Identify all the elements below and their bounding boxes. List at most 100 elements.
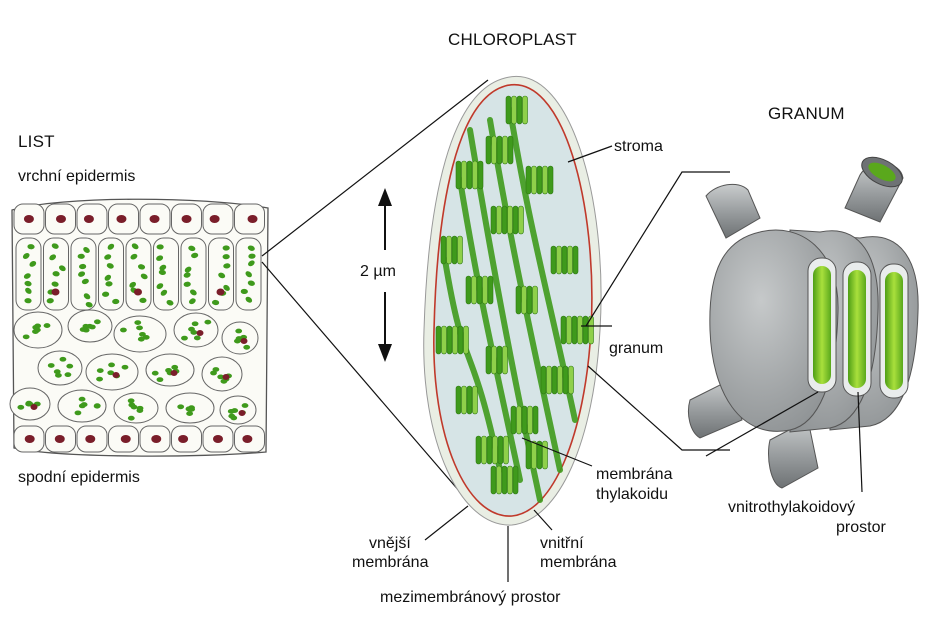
chloroplast-dot <box>102 291 110 297</box>
upper-epidermis-label: vrchní epidermis <box>18 168 136 185</box>
chloroplast-dot <box>139 331 146 337</box>
granum-stack-disc <box>567 245 573 275</box>
granum-stack-disc <box>490 465 497 495</box>
granum-stack-disc <box>521 405 528 435</box>
stroma-thylakoid-tube-left <box>705 183 761 239</box>
chloroplast-dot <box>83 247 90 254</box>
granum-stack-disc <box>491 345 497 375</box>
chloroplast-dot <box>22 253 30 259</box>
granum-stack-disc <box>466 160 473 190</box>
chloroplast-dot <box>120 327 127 333</box>
nucleus <box>181 215 192 223</box>
chloroplast-dot <box>105 281 113 287</box>
nucleus <box>54 435 65 443</box>
chloroplast-dot <box>66 363 74 369</box>
granum-stack-disc <box>496 465 502 495</box>
granum-stack-disc <box>516 405 522 435</box>
chloroplast-dot <box>136 408 144 413</box>
granum-stack-disc <box>455 160 462 190</box>
spongy-cell <box>173 312 219 348</box>
chloroplast-dot <box>222 245 230 251</box>
granum-stack-disc <box>490 205 497 235</box>
granum-stack-disc <box>496 205 502 235</box>
nucleus <box>170 370 178 376</box>
lower-epidermis-label: spodní epidermis <box>18 469 140 486</box>
granum-stack-disc <box>457 235 463 265</box>
chloroplast-dot <box>186 411 194 416</box>
granum-stack-disc <box>502 345 508 375</box>
chloroplast-dot <box>25 400 33 406</box>
granum-stack-disc <box>571 315 578 345</box>
granum-stack-disc <box>507 205 513 235</box>
granum-stack-disc <box>588 315 594 345</box>
granum-stack-disc <box>562 365 569 395</box>
inner-membrane-label-1: vnitřní <box>540 535 584 552</box>
nucleus <box>247 215 258 223</box>
granum-stack-disc <box>461 160 467 190</box>
granum-stack-disc <box>502 135 508 165</box>
chloroplast-dot <box>46 298 54 304</box>
chloroplast-dot <box>190 330 198 335</box>
granum-stack-disc <box>440 235 447 265</box>
granum-stack-disc <box>560 315 567 345</box>
upper-epidermis <box>13 203 265 235</box>
leaf-title: LIST <box>18 132 55 151</box>
thylakoid-membrane-label-1: membrána <box>596 466 673 483</box>
chloroplast-dot <box>228 413 236 419</box>
leaf-cross-section <box>9 198 269 457</box>
palisade-cell <box>153 237 179 311</box>
chloroplast-dot <box>245 296 253 303</box>
granum-stack-disc <box>551 365 558 395</box>
granum-stack-disc <box>496 345 503 375</box>
chloroplast-dot <box>137 336 145 342</box>
chloroplast-dot <box>22 334 30 340</box>
granum-3d <box>687 156 919 489</box>
chloroplast-dot <box>243 344 251 350</box>
outer-membrane-label-1: vnější <box>369 535 411 552</box>
nucleus <box>85 435 96 443</box>
chloroplast-dot <box>191 252 199 259</box>
chloroplast-dot <box>23 273 31 279</box>
chloroplast-dot <box>245 271 252 278</box>
chloroplast-dot <box>181 335 188 341</box>
chloroplast-dot <box>136 325 143 331</box>
granum-stack-disc <box>491 135 497 165</box>
chloroplast-dot <box>247 280 255 286</box>
nucleus <box>134 288 142 296</box>
chloroplast-title: CHLOROPLAST <box>448 30 577 49</box>
chloroplast-dot <box>24 280 32 287</box>
nucleus <box>149 215 160 223</box>
nucleus <box>55 215 66 223</box>
granum-stack-disc <box>485 345 492 375</box>
granum-stack-disc <box>582 315 589 345</box>
chloroplast-dot <box>151 370 159 376</box>
nucleus <box>209 215 220 223</box>
chloroplast-dot <box>177 404 185 410</box>
chloroplast-dot <box>25 287 32 294</box>
granum-stack-disc <box>561 245 568 275</box>
granum-stack-disc <box>512 205 519 235</box>
granum-stack-disc <box>516 95 523 125</box>
chloroplast-dot <box>107 370 115 376</box>
chloroplast-dot <box>158 269 166 276</box>
chloroplast-dot <box>51 281 59 287</box>
chloroplast-dot <box>106 263 114 269</box>
zoom-line-granum-bottom <box>587 365 730 451</box>
chloroplast-dot <box>104 274 112 281</box>
chloroplast-dot <box>47 363 55 368</box>
chloroplast-dot <box>248 253 256 259</box>
chloroplast-dot <box>231 408 239 413</box>
nucleus <box>178 435 189 443</box>
granum-stack-disc <box>472 385 478 415</box>
inner-membrane-label-2: membrána <box>540 554 617 571</box>
chloroplast-dot <box>49 254 57 261</box>
granum-stack-disc <box>532 285 538 315</box>
chloroplast-dot <box>59 356 67 362</box>
granum-stack-disc <box>457 325 464 355</box>
granum-stack-disc <box>550 245 557 275</box>
chloroplast-dot <box>85 301 93 308</box>
scale-arrow <box>378 188 392 362</box>
chloroplast-dot <box>217 374 225 380</box>
granum-stack-disc <box>466 385 473 415</box>
